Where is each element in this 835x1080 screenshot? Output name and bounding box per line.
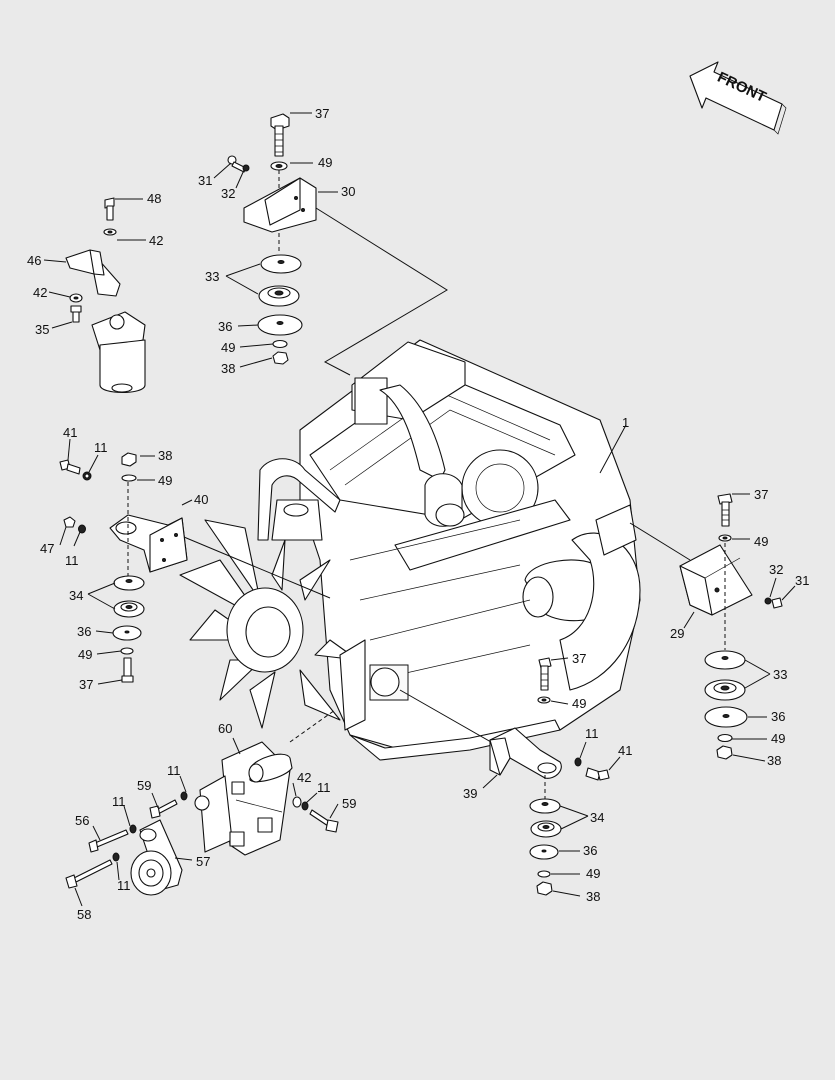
callout-label: 38 — [767, 753, 781, 768]
left-mount-stack — [59, 452, 188, 683]
tensioner-assembly — [65, 741, 339, 896]
callout-label: 35 — [35, 322, 49, 337]
callout-label: 41 — [63, 425, 77, 440]
callout-label: 29 — [670, 626, 684, 641]
callout-label: 38 — [221, 361, 235, 376]
callout-label: 36 — [77, 624, 91, 639]
callout-label: 49 — [771, 731, 785, 746]
callout-label: 49 — [754, 534, 768, 549]
callout-label: 49 — [78, 647, 92, 662]
callout-label: 42 — [297, 770, 311, 785]
callout-label: 31 — [198, 173, 212, 188]
callout-label: 48 — [147, 191, 161, 206]
callout-label: 42 — [33, 285, 47, 300]
callout-label: 34 — [590, 810, 604, 825]
callout-labels: 37 49 31 32 30 33 36 49 38 48 42 46 42 3… — [27, 106, 809, 922]
callout-label: 37 — [79, 677, 93, 692]
callout-label: 11 — [585, 726, 599, 741]
callout-label: 60 — [218, 721, 232, 736]
callout-label: 11 — [317, 780, 331, 795]
callout-label: 41 — [618, 743, 632, 758]
callout-label: 49 — [318, 155, 332, 170]
callout-label: 11 — [167, 763, 181, 778]
callout-label: 59 — [137, 778, 151, 793]
callout-label: 36 — [218, 319, 232, 334]
callout-label: 11 — [65, 553, 79, 568]
cooling-fan — [179, 519, 359, 729]
callout-label: 33 — [205, 269, 219, 284]
callout-label: 11 — [94, 440, 108, 455]
callout-label: 56 — [75, 813, 89, 828]
callout-label: 47 — [40, 541, 54, 556]
leader-lines — [43, 112, 796, 907]
callout-label: 11 — [117, 878, 131, 893]
callout-label: 59 — [342, 796, 356, 811]
callout-label: 39 — [463, 786, 477, 801]
callout-label: 57 — [196, 854, 210, 869]
engine-assembly — [179, 339, 641, 761]
callout-label: 40 — [194, 492, 208, 507]
callout-label: 46 — [27, 253, 41, 268]
callout-label: 49 — [586, 866, 600, 881]
callout-label: 31 — [795, 573, 809, 588]
callout-label: 1 — [622, 415, 629, 430]
callout-label: 58 — [77, 907, 91, 922]
callout-label: 38 — [586, 889, 600, 904]
callout-label: 37 — [315, 106, 329, 121]
top-mount-stack — [227, 113, 317, 365]
callout-label: 37 — [572, 651, 586, 666]
callout-label: 38 — [158, 448, 172, 463]
callout-label: 37 — [754, 487, 768, 502]
front-arrow-icon: FRONT — [689, 61, 787, 135]
callout-label: 33 — [773, 667, 787, 682]
callout-label: 34 — [69, 588, 83, 603]
callout-label: 32 — [221, 186, 235, 201]
callout-label: 11 — [112, 794, 126, 809]
callout-label: 49 — [158, 473, 172, 488]
callout-label: 36 — [771, 709, 785, 724]
callout-label: 32 — [769, 562, 783, 577]
right-mount-stack — [679, 493, 783, 760]
callout-label: 49 — [572, 696, 586, 711]
filter-bracket-stack — [65, 197, 146, 393]
callout-label: 36 — [583, 843, 597, 858]
lower-mount-stack — [489, 657, 610, 896]
callout-label: 42 — [149, 233, 163, 248]
callout-label: 30 — [341, 184, 355, 199]
callout-label: 49 — [221, 340, 235, 355]
